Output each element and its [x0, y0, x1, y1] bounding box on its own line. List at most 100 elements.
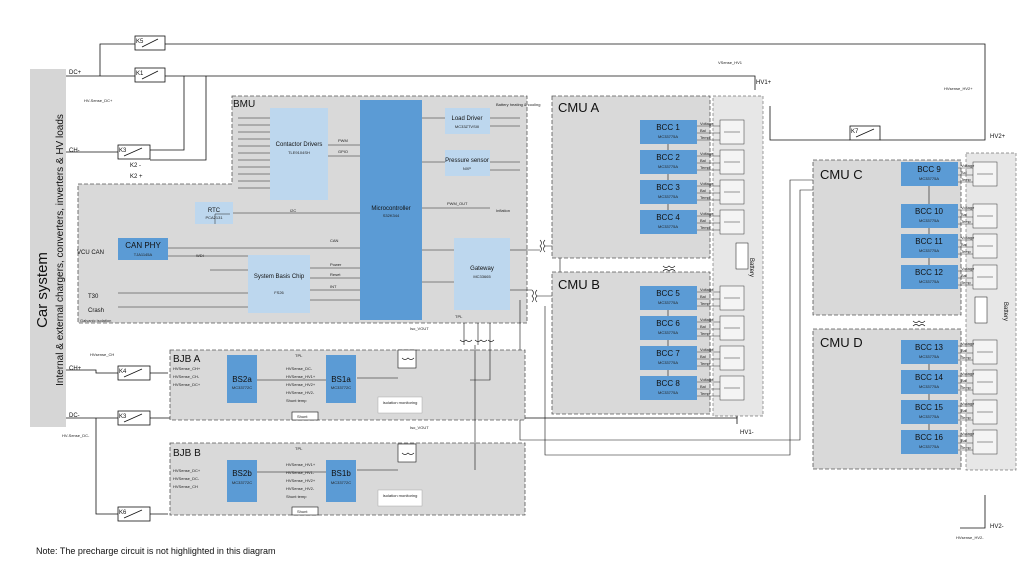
cell-signal-label: Voltage: [961, 163, 975, 168]
bjb-interconnect: [257, 323, 495, 473]
bcc-part: MC33775A: [658, 164, 678, 169]
cell-signal-label: Voltage: [961, 205, 975, 210]
tpl-label-a: TPL: [295, 353, 303, 358]
cell-signal-label: Bal: [961, 408, 967, 413]
bcc-chip: [901, 370, 958, 394]
cell-signal-label: Voltage: [700, 121, 714, 126]
relay-k2m-label: K2 -: [130, 163, 141, 169]
bjb-a-in-1: HVSense_CH+: [173, 366, 201, 371]
bs1a-chip: [326, 355, 356, 403]
bcc-chip: [901, 234, 958, 258]
crash-label: Crash: [88, 308, 104, 314]
cell-signal-label: Voltage: [700, 211, 714, 216]
relay-k7: K7: [849, 125, 881, 141]
cell-signal-label: Temp: [700, 135, 711, 140]
bjb-b-block: BJB B BS2b MC33772C BS1b MC33772C Shunt …: [169, 442, 526, 516]
cell-signal-label: Temp: [961, 280, 972, 285]
gateway-chip: [454, 238, 510, 310]
bjb-b-in-6: HVSense_HV2+: [286, 478, 316, 483]
bcc-chip: [901, 340, 958, 364]
cell-signal-label: Voltage: [961, 266, 975, 271]
cell-signal-label: Temp: [961, 219, 972, 224]
cell-signal-label: Bal: [961, 438, 967, 443]
cell-signal-label: Bal: [700, 294, 706, 299]
bcc-chip: [901, 400, 958, 424]
bs2b-chip: [227, 460, 257, 502]
sense-hv2-top-label: HVsense_HV2+: [944, 86, 973, 91]
sbc-chip: [248, 255, 310, 313]
tpl-label-b: TPL: [295, 446, 303, 451]
port-ch-plus: CH+: [69, 366, 82, 372]
relay-k5: K5: [134, 35, 166, 51]
bjb-a-extra: Shunt temp: [286, 398, 307, 403]
reset-label: Reset: [330, 272, 341, 277]
can-label: CAN: [330, 238, 339, 243]
contactor-driver-name: Contactor Drivers: [276, 142, 323, 148]
wdi-label: WDI: [196, 253, 204, 258]
port-dc-minus: DC-: [69, 413, 80, 419]
bcc-chip: [640, 316, 697, 340]
relay-k2p-label: K2 +: [130, 174, 143, 180]
cell-signal-label: Bal: [961, 170, 967, 175]
hv2-minus-label: HV2-: [990, 524, 1004, 530]
pressure-sensor-chip: [445, 150, 490, 176]
cell-signal-label: Temp: [961, 445, 972, 450]
bcc-label: BCC 7: [656, 349, 680, 358]
bjb-b-in-1: HVSense_DC+: [173, 468, 201, 473]
iso-b-box: [377, 489, 423, 507]
cell-signal-label: Bal: [700, 188, 706, 193]
bcc-chip: [901, 430, 958, 454]
cell-signal-label: Voltage: [700, 377, 714, 382]
bcc-label: BCC 8: [656, 379, 680, 388]
hv2-plus-label: HV2+: [990, 134, 1006, 140]
bs1a-part: MC33772C: [331, 385, 351, 390]
cell-signal-label: Voltage: [961, 341, 975, 346]
rtc-part: PCA2131: [205, 215, 223, 220]
shunt-b: [291, 506, 319, 516]
cell-signal-label: Voltage: [700, 151, 714, 156]
hv1-plus-label: HV1+: [756, 80, 772, 86]
cell-signal-label: Bal: [961, 378, 967, 383]
bcc-label: BCC 6: [656, 319, 680, 328]
gateway-name: Gateway: [470, 266, 494, 272]
relay-k1: K1: [134, 67, 166, 83]
iso-vout-label-a: Iso_VOUT: [410, 326, 429, 331]
cell-signal-label: Bal: [700, 384, 706, 389]
hv1-minus-label: HV1-: [740, 430, 754, 436]
cell-signal-label: Voltage: [961, 371, 975, 376]
cell-signal-label: Temp: [700, 391, 711, 396]
bcc-label: BCC 11: [915, 237, 943, 246]
load-driver-chip: [445, 108, 490, 134]
galvanic-isolation-label: Galvanic isolation: [80, 318, 111, 323]
bcc-chip: [901, 162, 958, 186]
bjb-a-in-5: HVSense_HV1+: [286, 374, 316, 379]
cmu-b-title: CMU B: [558, 277, 600, 292]
cell-signal-label: Voltage: [961, 235, 975, 240]
rtc-chip: [195, 202, 233, 224]
cell-signal-label: Temp: [961, 177, 972, 182]
bcc-part: MC33775A: [919, 218, 939, 223]
cmu-a-title: CMU A: [558, 100, 600, 115]
cell-signal-label: Temp: [700, 301, 711, 306]
iso-b-label: Isolation monitoring: [383, 493, 418, 498]
gateway-part: MC33665: [473, 274, 491, 279]
bs1b-name: BS1b: [331, 469, 351, 478]
gpio-label: GPIO: [338, 149, 348, 154]
pressure-sensor-part: NXP: [463, 166, 472, 171]
bcc-label: BCC 3: [656, 183, 680, 192]
bs1b-part: MC33772C: [331, 480, 351, 485]
microcontroller-part: S32K344: [383, 213, 400, 218]
bmu-block: BMU Microcontroller S32K344 Contactor Dr…: [77, 95, 540, 324]
iso-vout-label-b: Iso_VOUT: [410, 425, 429, 430]
relay-k3b: K3: [117, 410, 151, 426]
bcc-label: BCC 9: [917, 165, 941, 174]
bcc-label: BCC 2: [656, 153, 680, 162]
cell-signal-label: Voltage: [700, 347, 714, 352]
sense-hv2-bot-label: HVsense_HV2-: [956, 535, 984, 540]
bcc-label: BCC 5: [656, 289, 680, 298]
bcc-part: MC33775A: [658, 390, 678, 395]
bcc-label: BCC 12: [915, 268, 944, 277]
bs2b-name: BS2b: [232, 469, 252, 478]
